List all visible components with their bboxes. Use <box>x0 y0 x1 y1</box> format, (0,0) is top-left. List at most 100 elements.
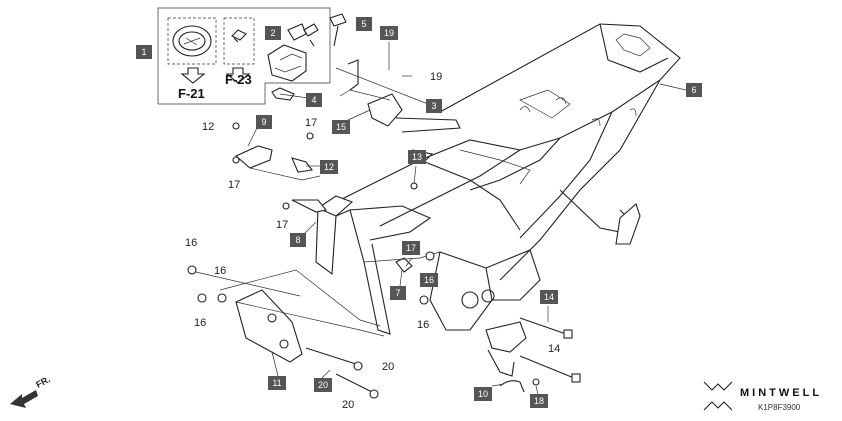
svg-text:14: 14 <box>544 292 554 302</box>
bolt-20-upper-shaft <box>305 347 357 365</box>
engine-hanger-assy <box>187 251 435 399</box>
ignition-switch-detail-icon <box>274 53 303 73</box>
svg-text:6: 6 <box>691 85 696 95</box>
callout-plain-14: 14 <box>548 343 560 355</box>
seat-rail-upper <box>439 23 681 151</box>
svg-text:19: 19 <box>384 28 394 38</box>
callout-box-4: 4 <box>306 93 322 107</box>
pivot-bolt-upper-shaft <box>519 317 567 335</box>
arrow-down-icon-right <box>225 67 251 84</box>
bolt-20-upper-head-icon <box>353 361 363 371</box>
down-tube <box>335 209 391 335</box>
spar-detail <box>459 149 531 185</box>
clamp-9-wire <box>249 167 321 181</box>
svg-text:2: 2 <box>270 28 275 38</box>
callout-box-1: 1 <box>136 45 152 59</box>
harness-parts <box>232 122 418 273</box>
section-ref-f21: F-21 <box>178 86 205 101</box>
fuel-cap-detail-icon <box>183 37 201 46</box>
callout-box-20: 20 <box>314 378 332 392</box>
ignition-cylinder-icon <box>287 23 307 41</box>
callout-plain-16d: 16 <box>417 319 429 331</box>
bolt-20-lower-head-icon <box>369 389 379 399</box>
frame-tabs <box>519 97 637 127</box>
callout-box-18: 18 <box>530 394 548 408</box>
svg-text:5: 5 <box>361 19 366 29</box>
ignition-switch-icon <box>267 44 307 82</box>
head-pipe-body <box>315 207 337 276</box>
callout-box-16: 16 <box>420 273 438 287</box>
main-frame <box>315 23 681 377</box>
arrow-down-icon-left <box>180 67 206 84</box>
brand-logo-icon <box>703 381 733 411</box>
down-spar <box>419 159 521 231</box>
fuel-cap-ring-icon <box>178 31 206 51</box>
callout-box-11: 11 <box>268 376 286 390</box>
svg-text:10: 10 <box>478 389 488 399</box>
upper-bracket-assy <box>339 59 461 165</box>
callout-box-7: 7 <box>390 286 406 300</box>
nut-16d-icon <box>425 251 435 261</box>
step-bracket-lower <box>487 349 515 377</box>
engine-hanger-plate <box>235 289 303 363</box>
callout-plain-12: 12 <box>202 121 214 133</box>
svg-text:4: 4 <box>311 95 316 105</box>
callout-plain-17c: 17 <box>276 219 288 231</box>
upper-stay-bar <box>395 117 461 133</box>
svg-text:9: 9 <box>261 117 266 127</box>
callout-box-17: 17 <box>402 241 420 255</box>
nut-16a-leader <box>195 271 301 297</box>
svg-text:8: 8 <box>295 235 300 245</box>
nut-16b-icon <box>217 293 227 303</box>
pivot-hole-icon <box>461 291 479 309</box>
hanger-hole-icon-2 <box>279 339 289 349</box>
nut-18-icon <box>532 378 540 386</box>
callout-box-8: 8 <box>290 233 306 247</box>
rear-bracket <box>519 89 571 119</box>
rear-mount-plate <box>615 33 651 57</box>
svg-text:15: 15 <box>336 122 346 132</box>
bolt-17c-icon <box>282 202 290 210</box>
bolt-20-lower-shaft <box>335 373 373 393</box>
gusset-plate <box>349 205 432 241</box>
front-label: FR. <box>34 374 51 390</box>
stay-strap <box>347 59 359 91</box>
stay-leader <box>339 89 391 101</box>
main-spar <box>339 139 522 227</box>
callout-box-6: 6 <box>686 83 702 97</box>
svg-text:16: 16 <box>424 275 434 285</box>
plain-callouts: 19 12 17 17 17 16 16 16 16 14 20 20 <box>185 71 560 411</box>
seat-lock-dashed-frame <box>223 17 255 65</box>
hanger-guide-upper <box>219 269 381 327</box>
callout-box-2: 2 <box>265 26 281 40</box>
key-set-inset: F-21 F-23 <box>157 7 347 105</box>
callout-box-12: 12 <box>320 160 338 174</box>
rear-stay-lower <box>499 79 661 281</box>
inset-outline-right <box>157 7 331 104</box>
svg-text:1: 1 <box>141 47 146 57</box>
clamp-8 <box>291 199 327 213</box>
nut-16e-icon <box>419 295 429 305</box>
rear-hanger-bracket <box>615 203 641 245</box>
callout-plain-20a: 20 <box>382 361 394 373</box>
clip-10-icon <box>499 380 525 393</box>
hanger-hole-icon-1 <box>267 313 277 323</box>
clamp-9 <box>234 145 273 169</box>
handle-lock-bracket <box>367 93 403 127</box>
callout-box-15: 15 <box>332 120 350 134</box>
step-bracket <box>485 321 527 353</box>
callout-plain-16c: 16 <box>194 317 206 329</box>
pivot-bolt-upper-head-icon <box>563 329 573 339</box>
callout-box-5: 5 <box>356 17 372 31</box>
seat-lock-part-icon <box>231 29 247 43</box>
wire-clamp-icon <box>271 87 295 101</box>
callout-plain-20b: 20 <box>342 399 354 411</box>
callout-plain-16a: 16 <box>185 237 197 249</box>
svg-text:20: 20 <box>318 380 328 390</box>
callout-plain-17a: 17 <box>305 117 317 129</box>
brand-name: MINTWELL <box>740 387 822 399</box>
pivot-bolt-lower-shaft <box>519 355 575 379</box>
svg-text:17: 17 <box>406 243 416 253</box>
section-ref-f23: F-23 <box>225 72 252 87</box>
clamp-7 <box>395 257 413 273</box>
